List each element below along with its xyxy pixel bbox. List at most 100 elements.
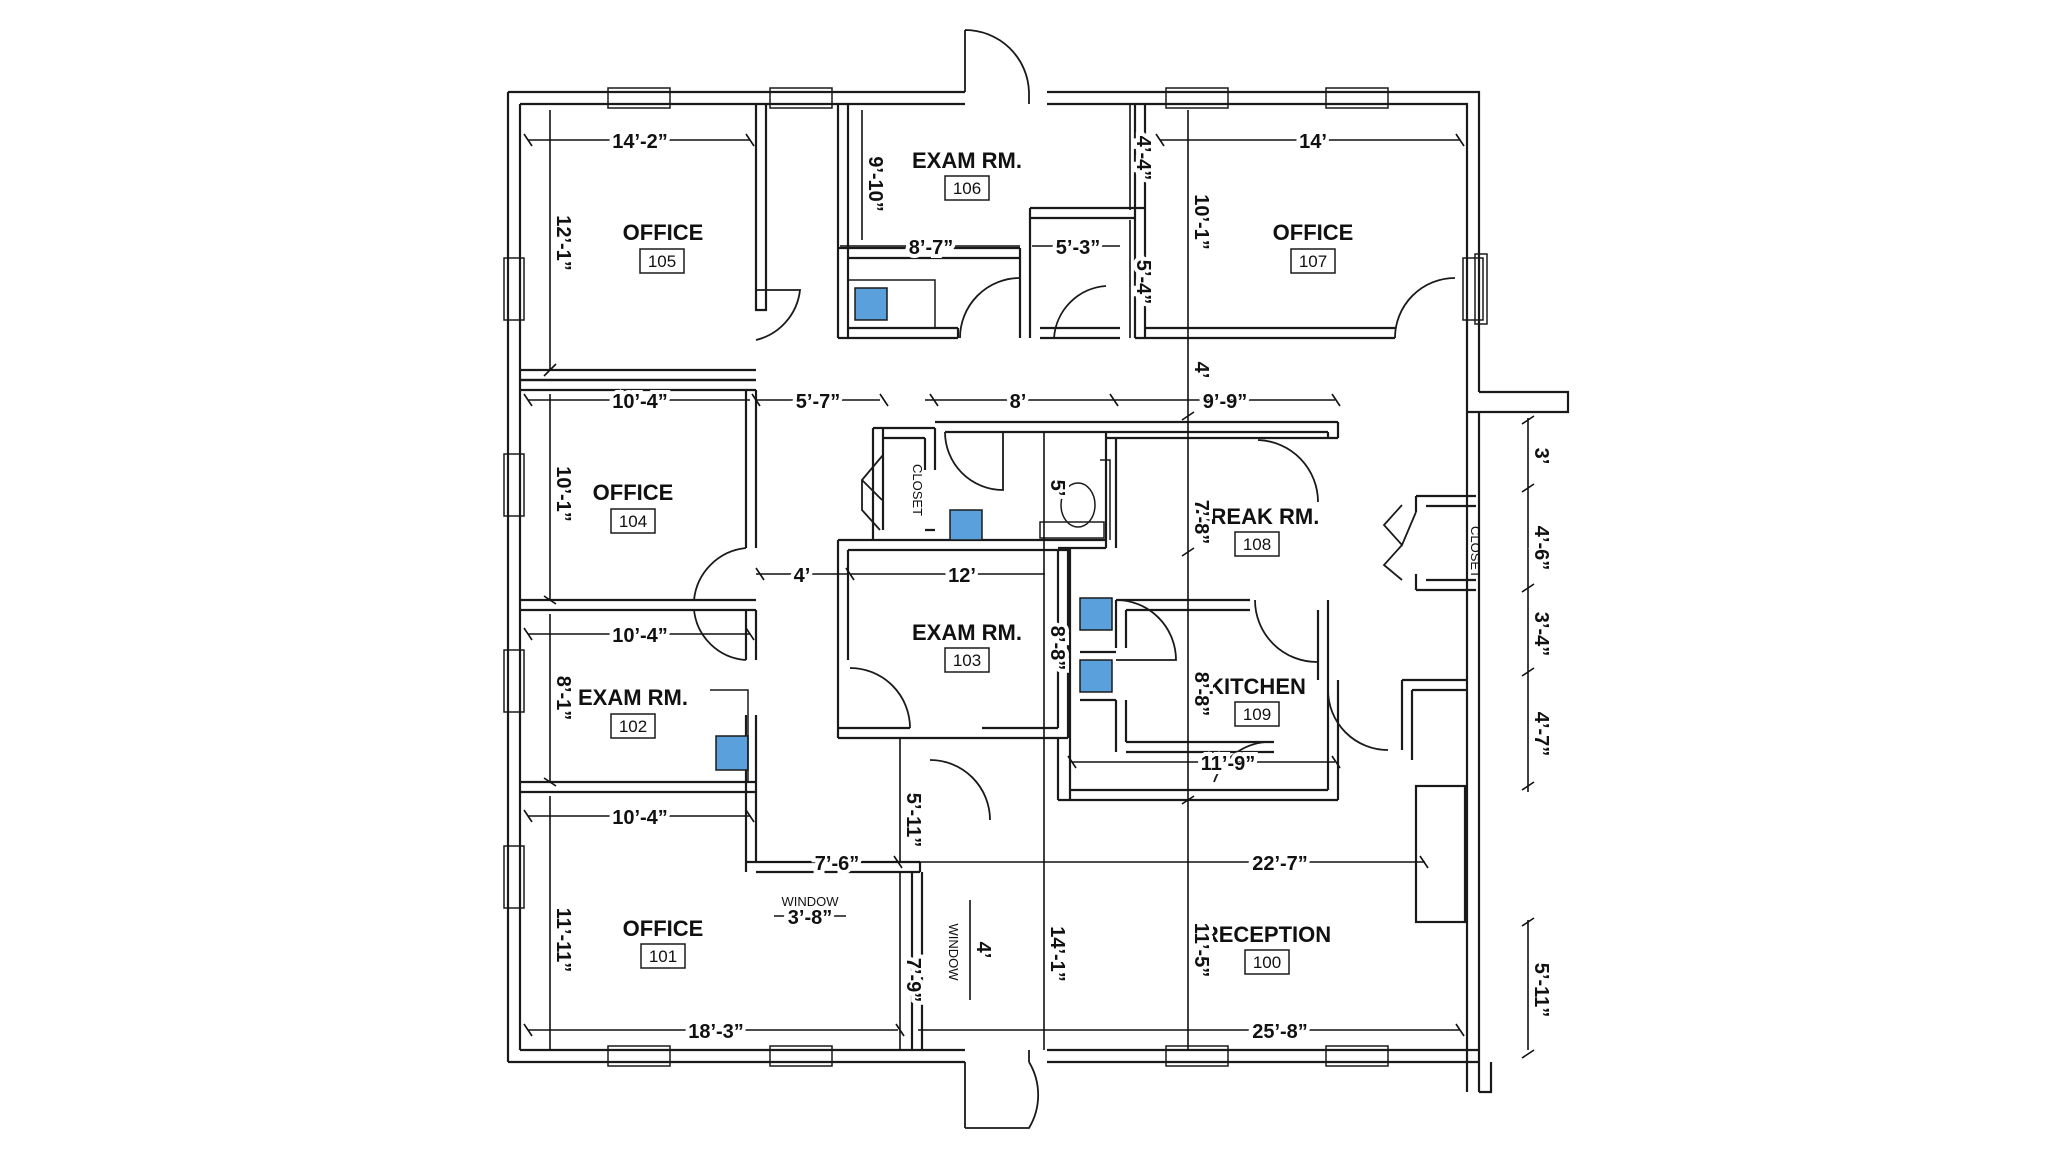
wall-106-bottom (838, 326, 958, 340)
wall-107-bottom (1135, 326, 1395, 340)
room-104-name: OFFICE (593, 480, 674, 505)
dim-3-4: 3’-4” (1530, 612, 1552, 656)
dim-10-4-b: 10’-4” (612, 625, 668, 647)
dim-9-9: 9’-9” (1203, 391, 1247, 413)
dim-11-5: 11’-5” (1190, 923, 1212, 977)
dim-14-1: 14’-1” (1046, 926, 1068, 982)
dim-10-1-top: 10’-1” (1190, 194, 1212, 250)
wall-corridor-top (956, 326, 1120, 340)
dim-11-9: 11’-9” (1201, 753, 1255, 775)
wall-101-right (910, 872, 924, 1050)
wall-104-right (744, 390, 758, 620)
dim-8-8-a: 8’-8” (1046, 626, 1068, 670)
dim-5-11-a: 5’-11” (902, 793, 924, 847)
outer-wall-bottom-right-jog (1479, 1062, 1493, 1094)
wall-103-bottom (838, 726, 1068, 740)
wall-107-left (1133, 104, 1147, 338)
dim-14-2: 14’-2” (612, 131, 668, 153)
dim-4-vert: 4’ (1190, 362, 1212, 379)
outer-wall-right-jog (1465, 390, 1570, 414)
room-101-number: 101 (649, 947, 677, 966)
wall-kitchen-inner (1080, 650, 1274, 754)
dim-7-6: 7’-6” (815, 853, 859, 875)
wall-104-top (520, 378, 756, 392)
reception-counter (1414, 784, 1467, 924)
dimension-text: 14’-2” 14’ 12’-1” 9’-10” 4’-4” 10’-1” 8’… (548, 127, 1556, 1047)
wall-restroom-sep (1104, 432, 1118, 548)
wall-104-bottom (520, 598, 756, 612)
room-109-name: KITCHEN (1208, 674, 1306, 699)
room-104: OFFICE 104 (593, 480, 674, 534)
room-102-number: 102 (619, 717, 647, 736)
window-a-label: WINDOW (781, 894, 839, 909)
window-b-label: WINDOW (946, 923, 961, 981)
room-100-name: RECEPTION (1203, 922, 1331, 947)
room-106-name: EXAM RM. (912, 148, 1022, 173)
dim-25-8: 25’-8” (1252, 1021, 1308, 1043)
dim-5-7: 5’-7” (796, 391, 840, 413)
outer-wall-top-left (506, 90, 965, 1062)
wall-102-bottom (520, 780, 756, 794)
wall-closet-right (1414, 494, 1476, 592)
dim-12: 12’ (948, 565, 976, 587)
closet-left-label: CLOSET (910, 464, 925, 516)
room-105-name: OFFICE (623, 220, 704, 245)
wall-108-right (1316, 600, 1330, 690)
wall-105-right (754, 104, 768, 312)
room-102-name: EXAM RM. (578, 685, 688, 710)
dim-5-3: 5’-3” (1056, 237, 1100, 259)
room-101: OFFICE 101 (623, 916, 704, 969)
room-100: RECEPTION 100 (1203, 922, 1331, 975)
wall-102-right (744, 620, 758, 872)
room-106: EXAM RM. 106 (912, 148, 1022, 201)
dim-5: 5’ (1046, 480, 1068, 497)
sinks (710, 279, 1113, 782)
room-103-number: 103 (953, 651, 981, 670)
dim-3: 3’ (1530, 448, 1552, 465)
room-100-number: 100 (1253, 953, 1281, 972)
dim-18-3: 18’-3” (688, 1021, 744, 1043)
dim-10-1-left: 10’-1” (552, 466, 574, 522)
dim-4-6: 4’-6” (1530, 526, 1552, 570)
room-107: OFFICE 107 (1273, 220, 1354, 274)
dim-4-7: 4’-7” (1530, 712, 1552, 756)
room-108-number: 108 (1243, 535, 1271, 554)
room-105-number: 105 (648, 252, 676, 271)
outer-wall-right (1465, 412, 1481, 1092)
dim-5-11-b: 5’-11” (1530, 963, 1552, 1017)
dim-8: 8’ (1010, 391, 1027, 413)
dim-14: 14’ (1299, 131, 1327, 153)
room-101-name: OFFICE (623, 916, 704, 941)
wall-right-corridor (1400, 678, 1467, 760)
dim-5-4: 5’-4” (1132, 260, 1154, 304)
wall-closet-106 (838, 206, 1145, 338)
wall-106-left (836, 104, 850, 338)
dim-7-9: 7’-9” (902, 958, 924, 1002)
doors (693, 29, 1456, 1129)
outer-wall-top-right (1047, 90, 1481, 392)
room-108-name: BREAK RM. (1195, 504, 1320, 529)
walls (503, 29, 1570, 1129)
outer-wall-bottom (508, 1048, 1479, 1064)
room-107-number: 107 (1299, 252, 1327, 271)
wall-103-left (836, 540, 850, 738)
wall-center-top (935, 420, 1340, 440)
room-103: EXAM RM. 103 (912, 620, 1022, 673)
toilet (1039, 459, 1111, 540)
room-108: BREAK RM. 108 (1195, 504, 1320, 557)
dim-9-10: 9’-10” (864, 156, 886, 212)
dim-12-1: 12’-1” (552, 215, 574, 271)
dim-3-8: 3’-8” (788, 907, 832, 929)
closet-right-label: CLOSET (1468, 526, 1483, 578)
wall-103-right (1056, 550, 1070, 738)
wall-closet-left (871, 426, 937, 540)
dimension-lines (523, 104, 1535, 1059)
dim-4: 4’ (794, 565, 811, 587)
wall-kitchen-box (1056, 546, 1340, 802)
room-102: EXAM RM. 102 (578, 685, 688, 739)
dim-4-win: 4’ (972, 942, 994, 959)
dim-10-4-c: 10’-4” (612, 807, 668, 829)
dim-8-1: 8’-1” (552, 676, 574, 720)
dim-8-7: 8’-7” (909, 237, 953, 259)
room-107-name: OFFICE (1273, 220, 1354, 245)
